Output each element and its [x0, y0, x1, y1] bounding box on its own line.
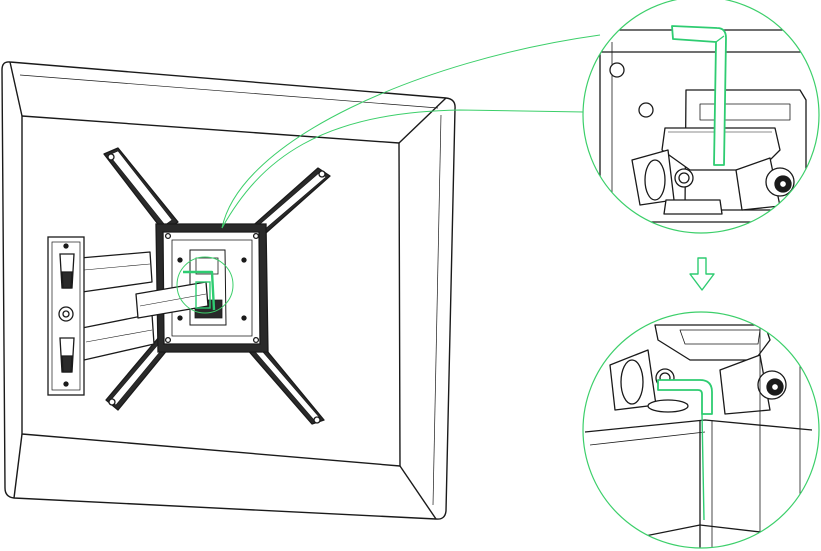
wall-plate [47, 236, 85, 396]
highlighted-latch-detail [176, 256, 234, 314]
down-arrow-icon [689, 257, 715, 291]
zoom-detail-bottom [582, 311, 820, 549]
zoom-detail-top [582, 0, 820, 234]
zoom-callout-lines [221, 34, 601, 229]
